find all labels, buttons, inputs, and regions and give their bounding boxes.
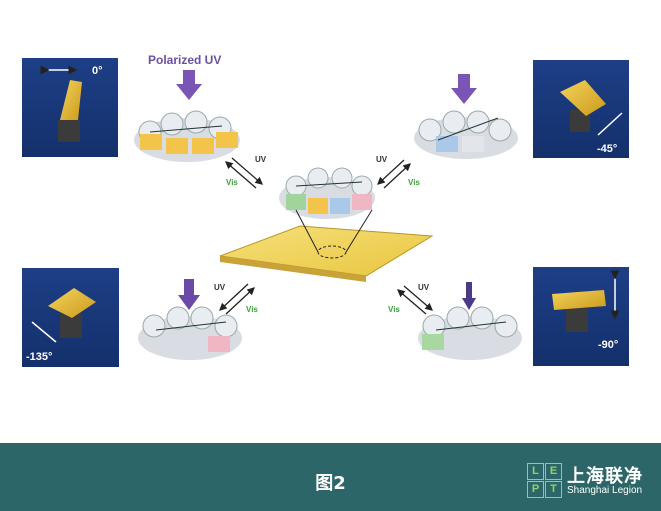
logo-english-name: Shanghai Legion [567,485,643,496]
logo-letter-l: L [527,463,544,480]
photo-bottom-left: -135° [22,268,119,367]
figure-canvas: 0° -45° -135° -90° Polarized UV [22,53,629,367]
cluster-top-left [134,110,240,162]
uv-label-bottom-left: UV [214,283,226,292]
company-logo: L E P T 上海联净 Shanghai Legion [527,462,657,502]
exchange-arrows-bottom-right: UV Vis [388,283,433,315]
cluster-bottom-left [138,306,242,360]
vis-label-top-right: Vis [408,178,420,187]
exchange-arrows-top-right: UV Vis [376,155,420,189]
figure-title: Polarized UV [148,53,221,67]
cluster-bottom-right [418,306,522,360]
angle-label-top-right: -45° [597,143,617,155]
logo-chinese-name: 上海联净 [567,466,643,487]
uv-label-top-right: UV [376,155,388,164]
vis-label-top-left: Vis [226,178,238,187]
uv-label-bottom-right: UV [418,283,430,292]
angle-label-bottom-left: -135° [26,351,52,363]
exchange-arrows-bottom-left: UV Vis [214,283,258,315]
logo-letter-t: T [545,481,562,498]
logo-letter-p: P [527,481,544,498]
caption-bar: 图2 [0,443,661,511]
logo-letter-e: E [545,463,562,480]
figure-caption: 图2 [315,473,346,494]
vis-label-bottom-left: Vis [246,305,258,314]
exchange-arrows-top-left: UV Vis [225,155,267,189]
cluster-top-right [414,110,518,159]
photo-bottom-right: -90° [533,267,629,366]
uv-label-top-left: UV [255,155,267,164]
uv-arrow-bottom-right [462,282,476,310]
uv-arrow-bottom-left [178,279,200,310]
vis-label-bottom-right: Vis [388,305,400,314]
cluster-center [279,167,375,219]
polarized-uv-arrow-top-left [176,70,202,100]
angle-label-bottom-right: -90° [598,339,618,351]
photo-top-right: -45° [533,60,629,158]
photo-top-left: 0° [22,58,118,157]
film-sheet [219,209,434,282]
angle-label-top-left: 0° [92,65,103,77]
uv-arrow-top-right [451,74,477,104]
